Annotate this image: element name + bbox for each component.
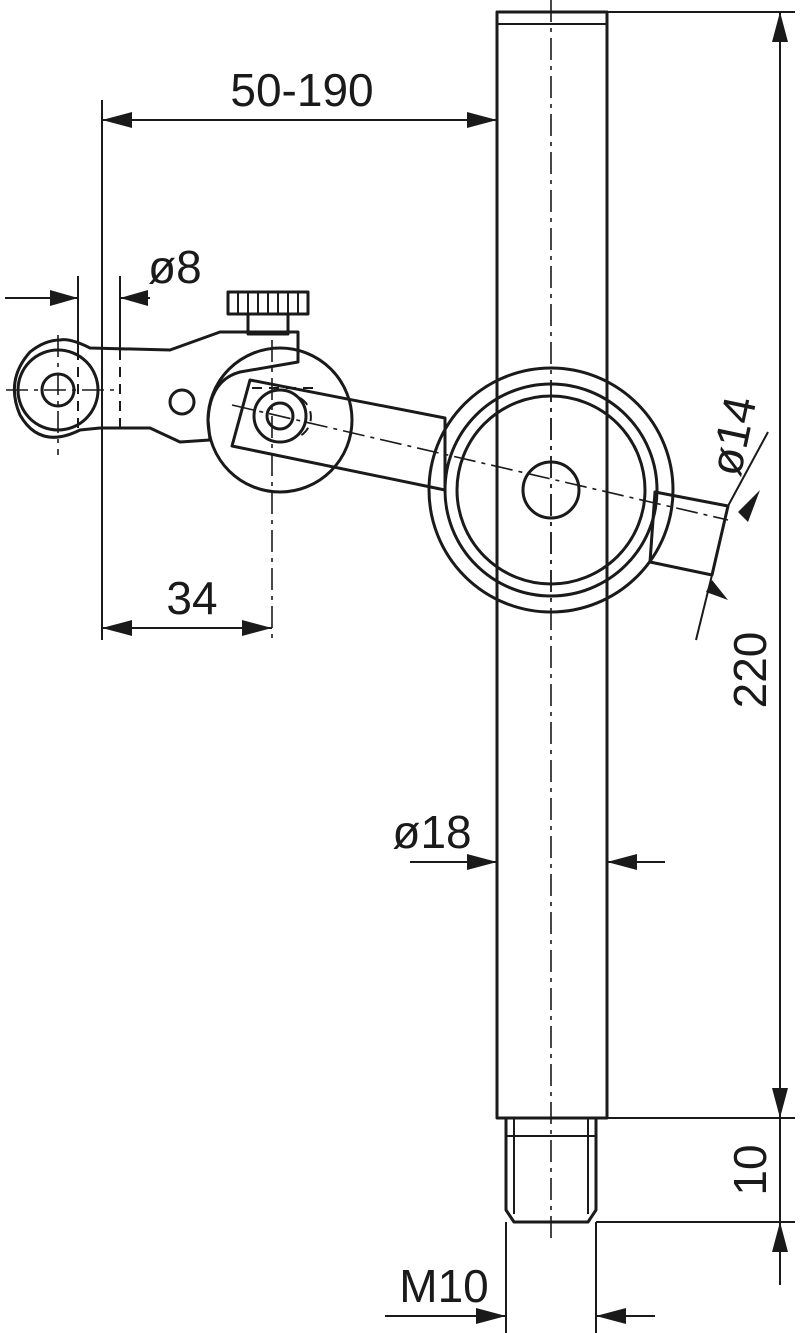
- dimension-pivot-offset-label: 34: [166, 572, 217, 624]
- dimension-column-diameter: ø18: [392, 806, 665, 870]
- dimension-reach-label: 50-190: [230, 64, 373, 116]
- dimension-column-diameter-label: ø18: [392, 806, 471, 858]
- dimension-clamp-bore: ø8: [5, 241, 202, 350]
- dimension-thread-label: M10: [399, 1260, 488, 1312]
- column-rod: [495, 0, 609, 1240]
- dimension-thread: M10: [385, 1222, 655, 1333]
- dimension-clamp-bore-label: ø8: [148, 241, 202, 293]
- dimension-pivot-offset: 34: [102, 572, 272, 636]
- dimension-reach: 50-190: [101, 64, 497, 640]
- threaded-end: [504, 1116, 598, 1224]
- dimension-column-length-label: 220: [724, 632, 776, 709]
- knurled-screw-icon: [226, 290, 310, 336]
- cross-clamp: [231, 366, 729, 614]
- dimension-thread-length-label: 10: [724, 1144, 776, 1195]
- adjustment-head: [6, 290, 354, 640]
- dimension-column-length: 220: [607, 11, 795, 1119]
- dimension-thread-length: 10: [596, 1118, 795, 1285]
- dimension-arm-diameter-label: ø14: [699, 392, 766, 480]
